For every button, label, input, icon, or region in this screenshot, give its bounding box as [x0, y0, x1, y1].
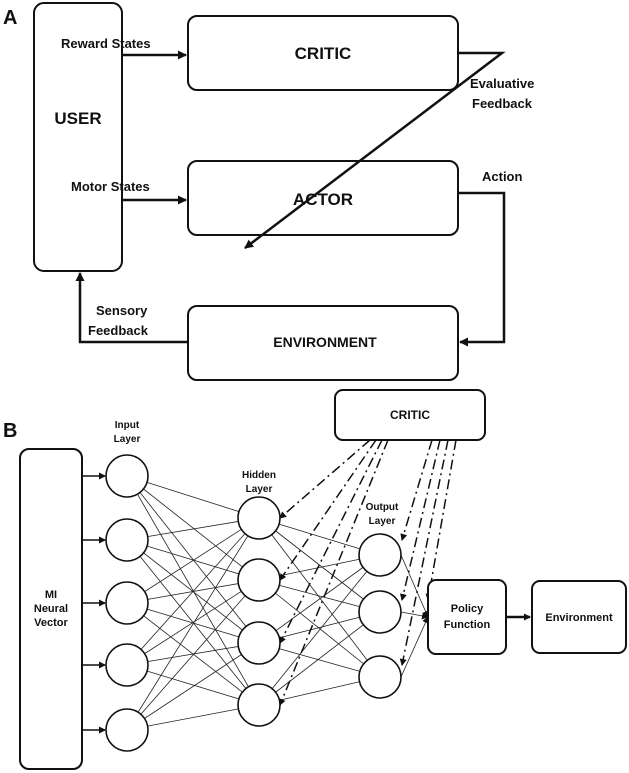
- critic-feedback-line: [279, 439, 383, 644]
- environment-label-b: Environment: [545, 612, 613, 624]
- critic-feedback-line: [399, 439, 449, 666]
- critic-feedback-lines: [279, 439, 457, 706]
- sensory-label-line1: Sensory: [96, 303, 148, 318]
- critic-box-b: [334, 389, 486, 441]
- connection-line: [258, 611, 381, 706]
- neurons: [105, 454, 402, 752]
- panel-a-label: A: [3, 7, 17, 29]
- environment-box-b: [531, 580, 627, 654]
- connection-line: [126, 475, 260, 644]
- hidden-neuron: [237, 621, 281, 665]
- connection-line: [126, 642, 260, 731]
- connection-line: [126, 602, 260, 644]
- panel-b-label: B: [3, 420, 17, 442]
- connection-line: [126, 517, 260, 541]
- mi-neural-vector-box: [19, 448, 83, 770]
- actor-label: ACTOR: [293, 190, 353, 209]
- critic-feedback-line: [279, 439, 371, 519]
- connection-line: [126, 475, 260, 519]
- evaluative-label-line2: Feedback: [472, 96, 533, 111]
- environment-label: ENVIRONMENT: [273, 334, 377, 350]
- critic-feedback-line: [400, 439, 433, 541]
- policy-function-box: [427, 579, 507, 655]
- connection-line: [126, 475, 260, 706]
- input-layer-label-line1: Input: [115, 420, 140, 431]
- connection-line: [258, 579, 381, 678]
- input-neuron: [105, 708, 149, 752]
- action-label: Action: [482, 169, 523, 184]
- critic-feedback-line: [279, 439, 389, 706]
- connection-line: [258, 517, 381, 678]
- hidden-layer-label-line2: Layer: [246, 484, 273, 495]
- output-to-policy-arrow: [400, 554, 429, 618]
- evaluative-label-line1: Evaluative: [470, 76, 534, 91]
- output-to-policy-arrow: [400, 616, 429, 678]
- mi-label-line3: Vector: [34, 617, 68, 629]
- input-arrows: [82, 472, 106, 734]
- critic-label: CRITIC: [295, 44, 352, 63]
- mi-label-line1: MI: [45, 589, 57, 601]
- user-label: USER: [54, 109, 101, 128]
- sensory-feedback-arrow: [75, 272, 188, 344]
- critic-feedback-line: [425, 439, 457, 601]
- connection-line: [126, 579, 260, 731]
- connection-line: [126, 539, 260, 581]
- action-arrow: [458, 191, 506, 347]
- policy-label-line1: Policy: [451, 603, 484, 615]
- connection-line: [126, 664, 260, 706]
- critic-feedback-line: [399, 439, 441, 601]
- reward-states-label: Reward States: [61, 36, 151, 51]
- output-neuron: [358, 590, 402, 634]
- hidden-neuron: [237, 683, 281, 727]
- input-neuron: [105, 518, 149, 562]
- connection-line: [258, 517, 381, 613]
- hidden-layer-label-line1: Hidden: [242, 470, 276, 481]
- input-neuron: [105, 581, 149, 625]
- output-layer-label-line1: Output: [366, 502, 399, 513]
- output-layer-label-line2: Layer: [369, 516, 396, 527]
- policy-label-line2: Function: [444, 619, 491, 631]
- connection-line: [126, 475, 260, 581]
- connection-line: [258, 554, 381, 644]
- connection-line: [126, 704, 260, 731]
- hidden-neuron: [237, 558, 281, 602]
- user-box: [33, 2, 123, 272]
- input-neuron: [105, 643, 149, 687]
- connection-line: [126, 579, 260, 666]
- hidden-neuron: [237, 496, 281, 540]
- critic-feedback-line: [279, 439, 377, 581]
- connection-line: [126, 642, 260, 666]
- mi-label-line2: Neural: [34, 603, 68, 615]
- output-neuron: [358, 533, 402, 577]
- connection-line: [126, 517, 260, 666]
- sensory-label-line2: Feedback: [88, 323, 149, 338]
- connection-line: [126, 517, 260, 604]
- connection-line: [126, 517, 260, 731]
- motor-states-label: Motor States: [71, 179, 150, 194]
- evaluative-feedback-arrow: [244, 51, 506, 249]
- input-layer-label-line2: Layer: [114, 434, 141, 445]
- critic-label-b: CRITIC: [390, 408, 430, 422]
- connection-line: [258, 554, 381, 706]
- output-to-policy-arrow: [400, 611, 429, 620]
- actor-box: [187, 160, 459, 236]
- input-neuron: [105, 454, 149, 498]
- output-neuron: [358, 655, 402, 699]
